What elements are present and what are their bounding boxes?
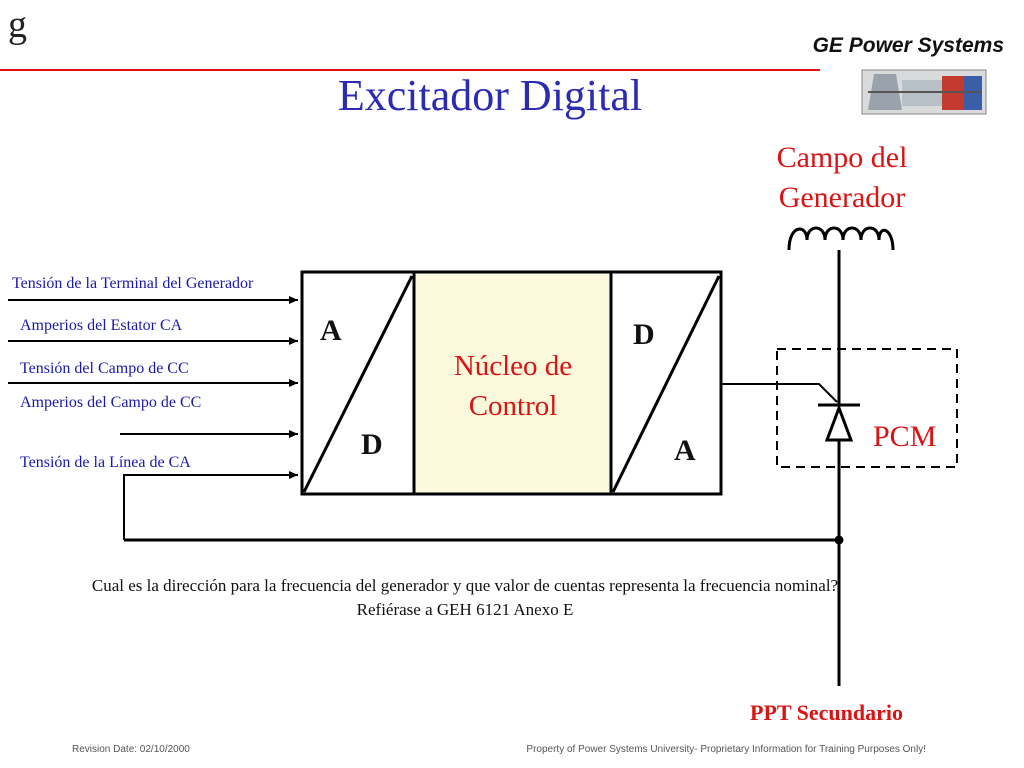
input-label-field-voltage: Tensión del Campo de CC xyxy=(20,360,189,377)
revision-date: Revision Date: 02/10/2000 xyxy=(72,744,190,755)
ad-converter-top-letter: A xyxy=(320,314,342,347)
field-label-line2: Generador xyxy=(778,181,906,214)
ppt-label: PPT Secundario xyxy=(750,700,904,725)
pcm-box xyxy=(776,348,958,468)
title-divider xyxy=(0,69,820,71)
field-coil-icon xyxy=(787,226,895,251)
input-label-line-voltage: Tensión de la Línea de CA xyxy=(20,454,191,471)
feedback-arrow xyxy=(123,471,298,540)
property-notice: Property of Power Systems University- Pr… xyxy=(526,744,926,755)
control-core-fill xyxy=(415,272,611,494)
control-core-label: Núcleo de Control xyxy=(415,346,611,426)
junction-dot xyxy=(834,535,844,545)
input-label-stator-current: Amperios del Estator CA xyxy=(20,317,183,334)
da-converter-top-letter: D xyxy=(633,318,655,351)
ad-diagonal xyxy=(302,275,414,493)
field-label: Campo del Generador xyxy=(752,138,932,218)
question-line1: Cual es la dirección para la frecuencia … xyxy=(91,576,839,595)
question-line2: Refiérase a GEH 6121 Anexo E xyxy=(356,600,574,619)
da-converter-bottom-letter: A xyxy=(674,434,696,467)
thyristor-icon xyxy=(818,403,860,442)
question-text: Cual es la dirección para la frecuencia … xyxy=(0,574,930,622)
ad-converter-bottom-letter: D xyxy=(361,428,383,461)
control-core-line1: Núcleo de xyxy=(453,350,573,382)
field-label-line1: Campo del xyxy=(776,141,908,174)
pcm-label: PCM xyxy=(873,420,937,453)
input-label-terminal-voltage: Tensión de la Terminal del Generador xyxy=(12,275,254,292)
turbine-image xyxy=(861,69,987,115)
control-core-line2: Control xyxy=(468,390,558,422)
brand-name: GE Power Systems xyxy=(812,34,1004,57)
input-label-field-current: Amperios del Campo de CC xyxy=(20,394,202,411)
da-diagonal xyxy=(611,275,721,493)
gate-line xyxy=(721,383,838,403)
page-title: Excitador Digital xyxy=(337,71,643,120)
ge-logo: g xyxy=(8,4,27,46)
